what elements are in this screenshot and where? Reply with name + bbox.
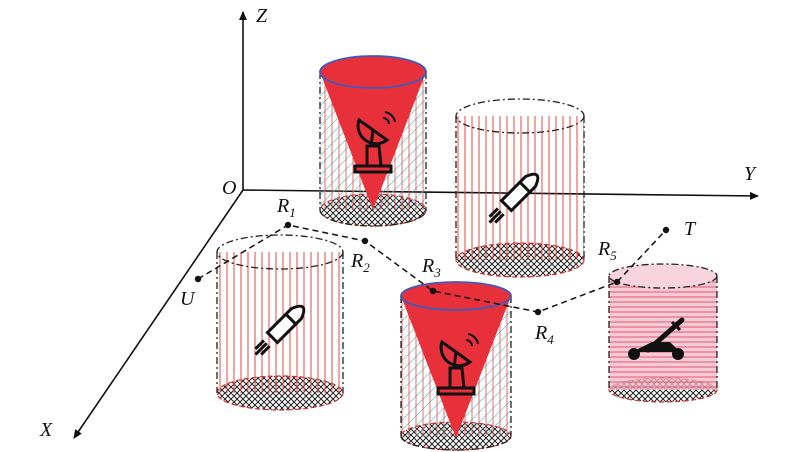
- label-r1: R1: [276, 195, 296, 220]
- x-axis: [73, 189, 244, 439]
- rocket-icon: [488, 172, 540, 224]
- label-r2: R2: [350, 250, 370, 275]
- waypoint-r4: [534, 308, 542, 316]
- waypoint-r5: [613, 278, 621, 286]
- label-t: T: [684, 218, 697, 240]
- path-labels: U R1 R2 R3 R4 R5 T: [180, 195, 697, 347]
- flight-path: [194, 221, 670, 316]
- label-r3: R3: [421, 255, 441, 280]
- waypoint-t: [662, 226, 670, 234]
- radar-cylinder-top: [319, 55, 427, 227]
- label-r5: R5: [597, 238, 617, 263]
- waypoint-r3: [429, 287, 437, 295]
- rocket-icon: [254, 304, 306, 356]
- missile-cylinder-right: [455, 98, 585, 278]
- artillery-icon: [628, 317, 685, 360]
- y-axis-label: Y: [744, 163, 757, 185]
- x-axis-label: X: [39, 419, 53, 441]
- artillery-cylinder: [608, 263, 718, 403]
- waypoint-r1: [284, 221, 292, 229]
- label-r4: R4: [534, 322, 554, 347]
- radar-dish-icon: [436, 333, 479, 396]
- radar-cylinder-bottom: [400, 281, 512, 451]
- origin-label: O: [222, 177, 236, 199]
- missile-cylinder-left: [216, 234, 344, 411]
- radar-dish-icon: [353, 111, 396, 174]
- waypoint-r2: [361, 237, 369, 245]
- label-u: U: [180, 288, 196, 310]
- waypoint-u: [194, 275, 202, 283]
- z-axis-label: Z: [256, 5, 268, 27]
